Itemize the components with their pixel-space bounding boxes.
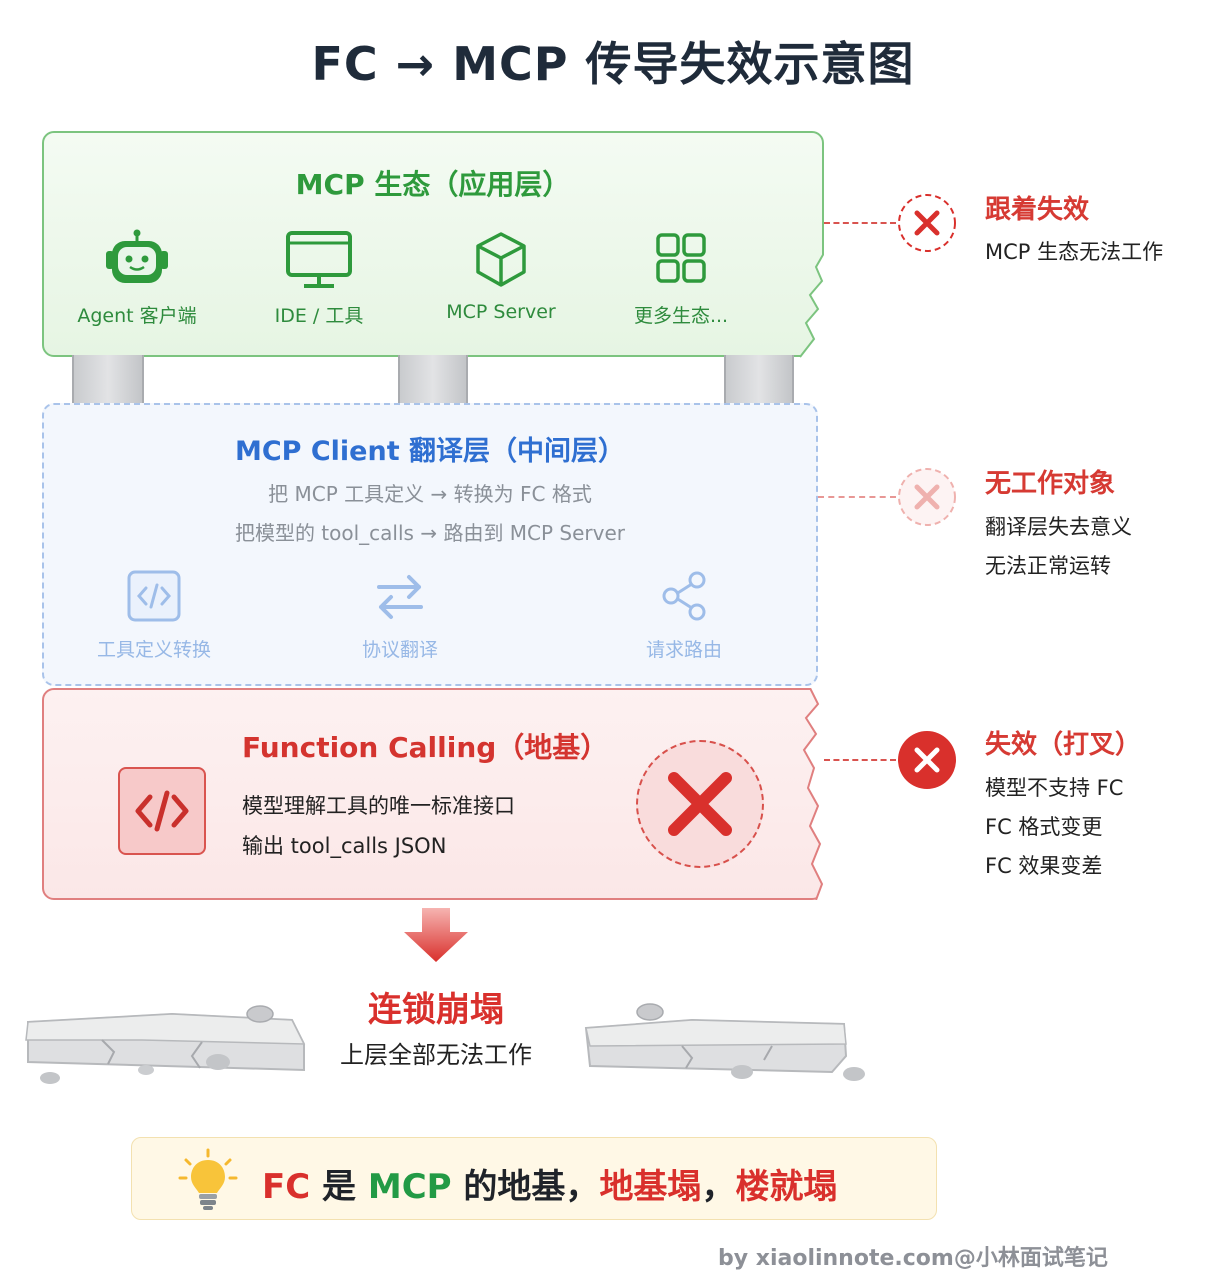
eco-item-more: 更多生态... — [606, 229, 756, 328]
eco-item-ide: IDE / 工具 — [244, 229, 394, 328]
client-layer-title: MCP Client 翻译层（中间层） — [234, 436, 626, 467]
status-line-client-1: 翻译层失去意义 — [985, 515, 1132, 539]
status-line-fc-1: 模型不支持 FC — [985, 776, 1124, 800]
connector-fc — [824, 759, 896, 761]
support-pillar-right — [724, 355, 794, 405]
status-title-fc: 失效（打叉） — [985, 730, 1142, 760]
mcp-ecosystem-layer: MCP 生态（应用层） Agent 客户端 IDE / 工具 MCP — [42, 131, 824, 358]
monitor-icon — [286, 231, 352, 288]
connector-mcp — [824, 222, 896, 224]
eco-label-ide: IDE / 工具 — [274, 305, 364, 327]
mcp-client-layer: MCP Client 翻译层（中间层） 把 MCP 工具定义 → 转换为 FC … — [42, 403, 818, 686]
status-title-client: 无工作对象 — [985, 469, 1116, 499]
tip-part-foundation-collapse: 地基塌 — [599, 1167, 702, 1207]
client-item-routing: 请求路由 — [604, 569, 764, 662]
tip-part-fc: FC — [262, 1167, 311, 1207]
eco-label-more: 更多生态... — [633, 305, 729, 327]
fc-crack-decoration — [802, 688, 824, 900]
connector-client — [818, 496, 896, 498]
tip-part-comma: ， — [701, 1167, 736, 1207]
function-calling-layer: Function Calling（地基） 模型理解工具的唯一标准接口 输出 to… — [42, 688, 824, 900]
x-circle-outline-icon — [898, 194, 956, 252]
rubble-right-icon — [584, 1003, 865, 1081]
client-label-definition: 工具定义转换 — [96, 639, 211, 661]
x-circle-filled-icon — [898, 731, 956, 789]
status-line-client-2: 无法正常运转 — [985, 554, 1111, 578]
client-item-definition: 工具定义转换 — [74, 569, 234, 662]
client-label-routing: 请求路由 — [645, 639, 722, 661]
eco-item-mcp-server: MCP Server — [426, 229, 576, 323]
client-label-protocol: 协议翻译 — [361, 639, 438, 661]
collapse-title: 连锁崩塌 — [368, 990, 504, 1030]
swap-arrows-icon — [377, 575, 423, 619]
footer-credit: by xiaolinnote.com@小林面试笔记 — [718, 1246, 1108, 1271]
eco-label-agent: Agent 客户端 — [77, 305, 197, 327]
tip-part-building-collapse: 楼就塌 — [735, 1167, 838, 1207]
status-line-fc-2: FC 格式变更 — [985, 815, 1103, 839]
status-line-mcp-1: MCP 生态无法工作 — [985, 240, 1164, 264]
eco-item-agent: Agent 客户端 — [62, 229, 212, 328]
tip-part-is: 是 — [310, 1167, 368, 1207]
failure-x-icon — [636, 740, 764, 868]
tip-text: FC 是 MCP 的地基，地基塌，楼就塌 — [262, 1159, 837, 1208]
fc-code-icon-box — [118, 767, 206, 855]
status-title-mcp: 跟着失效 — [985, 195, 1090, 225]
rubble-left-icon — [25, 1005, 306, 1084]
fc-layer-title: Function Calling（地基） — [242, 731, 609, 764]
code-doc-icon — [127, 570, 181, 622]
tip-part-foundation: 的地基， — [451, 1167, 600, 1207]
grid-icon — [656, 233, 706, 283]
x-circle-faded-icon — [898, 468, 956, 526]
support-pillar-middle — [398, 355, 468, 405]
client-item-protocol: 协议翻译 — [320, 569, 480, 662]
client-desc-2: 把模型的 tool_calls → 路由到 MCP Server — [234, 521, 626, 545]
code-icon — [135, 790, 189, 832]
lightbulb-icon — [178, 1148, 238, 1210]
page-title: FC → MCP 传导失效示意图 — [311, 37, 915, 91]
tip-banner: FC 是 MCP 的地基，地基塌，楼就塌 — [131, 1137, 937, 1220]
robot-icon — [106, 229, 168, 283]
crack-decoration — [799, 253, 824, 358]
mcp-layer-title: MCP 生态（应用层） — [295, 168, 571, 201]
collapse-subtitle: 上层全部无法工作 — [340, 1041, 532, 1069]
eco-label-mcp-server: MCP Server — [446, 301, 556, 323]
cube-icon — [476, 232, 526, 287]
fc-desc-1: 模型理解工具的唯一标准接口 — [242, 794, 515, 818]
support-pillar-left — [72, 355, 144, 405]
share-icon — [662, 571, 706, 621]
fc-desc-2: 输出 tool_calls JSON — [242, 834, 447, 858]
client-desc-1: 把 MCP 工具定义 → 转换为 FC 格式 — [268, 482, 592, 506]
status-line-fc-3: FC 效果变差 — [985, 854, 1103, 878]
tip-part-mcp: MCP — [367, 1167, 452, 1207]
down-arrow-icon — [404, 908, 468, 962]
